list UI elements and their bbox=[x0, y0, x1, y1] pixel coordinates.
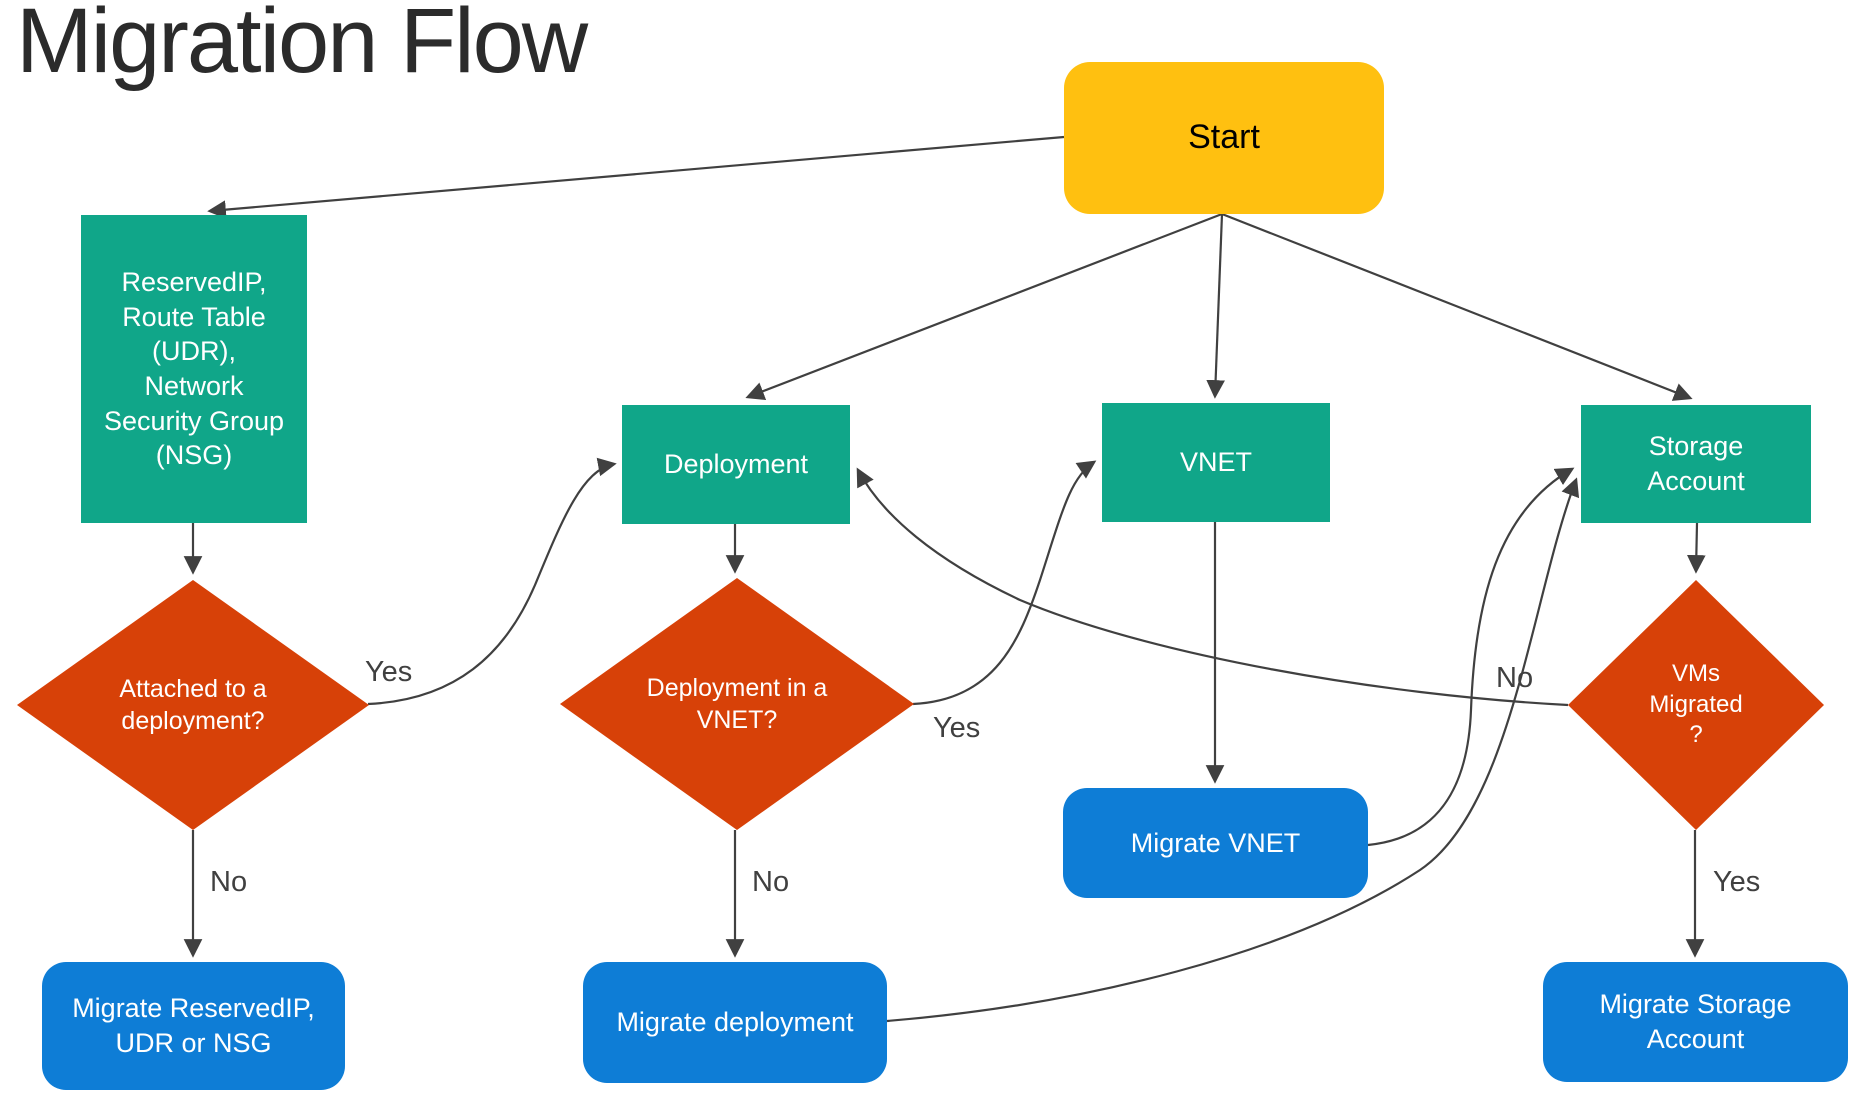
node-migrate-vnet: Migrate VNET bbox=[1063, 788, 1368, 898]
node-deployment-in-vnet-label: Deployment in a VNET? bbox=[646, 674, 828, 734]
node-storage-account: Storage Account bbox=[1581, 405, 1811, 523]
edge-start-storage bbox=[1221, 212, 1693, 401]
edge-storage-vmsmigrated bbox=[1686, 522, 1706, 574]
node-deployment: Deployment bbox=[622, 405, 850, 524]
edge-invnet-yes-vnet bbox=[912, 460, 1097, 706]
edge-start-vnet bbox=[1206, 213, 1225, 399]
node-attached-to-deployment-label: Attached to a deployment? bbox=[119, 675, 267, 735]
node-reservedip: ReservedIP, Route Table (UDR), Network S… bbox=[81, 215, 307, 523]
node-migrate-vnet-label: Migrate VNET bbox=[1130, 827, 1301, 858]
edge-migratedeployment-storage bbox=[886, 477, 1580, 1023]
edge-migratevnet-storage bbox=[1367, 467, 1575, 847]
node-migrate-deployment-label: Migrate deployment bbox=[616, 1007, 854, 1038]
edge-attached-yes-deployment bbox=[367, 457, 617, 706]
node-start-label: Start bbox=[1188, 118, 1260, 157]
edge-label-no-in-vnet: No bbox=[752, 866, 790, 898]
node-migrate-reservedip-label: Migrate ReservedIP, UDR or NSG bbox=[72, 993, 315, 1058]
node-vnet: VNET bbox=[1102, 403, 1330, 522]
node-vms-migrated-label: VMs Migrated ? bbox=[1649, 659, 1743, 749]
page-title: Migration Flow bbox=[16, 0, 588, 92]
node-migrate-storage-account: Migrate Storage Account bbox=[1543, 962, 1848, 1082]
edge-label-yes-attached: Yes bbox=[365, 656, 413, 688]
node-deployment-label: Deployment bbox=[663, 449, 809, 480]
node-migrate-reservedip: Migrate ReservedIP, UDR or NSG bbox=[42, 962, 345, 1090]
edge-start-deployment bbox=[745, 212, 1223, 400]
edge-label-yes-in-vnet: Yes bbox=[933, 712, 981, 744]
edge-start-reservedip bbox=[207, 135, 1065, 219]
node-migrate-deployment: Migrate deployment bbox=[583, 962, 887, 1083]
node-migrate-storage-account-label: Migrate Storage Account bbox=[1599, 989, 1792, 1054]
edge-label-no-vms-migrated: No bbox=[1496, 662, 1534, 694]
node-vnet-label: VNET bbox=[1179, 447, 1252, 478]
node-reservedip-label: ReservedIP, Route Table (UDR), Network S… bbox=[103, 267, 285, 471]
node-storage-account-label: Storage Account bbox=[1647, 431, 1745, 496]
edge-label-no-attached: No bbox=[210, 866, 248, 898]
node-start: Start bbox=[1064, 62, 1384, 214]
edge-label-yes-vms-migrated: Yes bbox=[1713, 866, 1761, 898]
edge-vmsmigrated-no-deployment bbox=[856, 467, 1569, 707]
